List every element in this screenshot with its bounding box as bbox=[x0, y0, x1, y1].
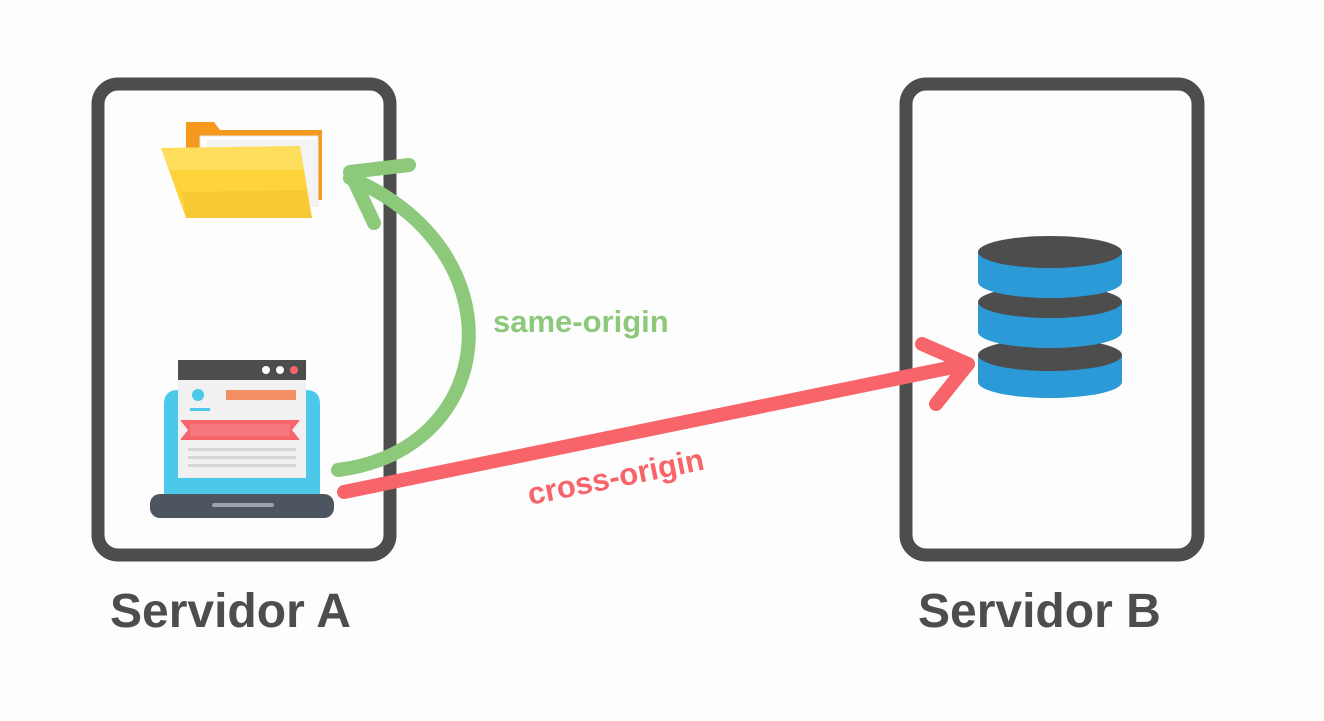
server-b-box bbox=[899, 77, 1205, 562]
database-icon bbox=[978, 236, 1122, 398]
server-a-box bbox=[91, 77, 397, 562]
server-a-label: Servidor A bbox=[110, 585, 351, 638]
laptop-webpage-icon bbox=[150, 360, 334, 518]
same-origin-label: same-origin bbox=[493, 304, 669, 339]
same-origin-arrow bbox=[331, 158, 476, 477]
folder-icon bbox=[161, 122, 322, 218]
cross-origin-arrow bbox=[337, 337, 975, 499]
server-b-label: Servidor B bbox=[918, 585, 1161, 638]
